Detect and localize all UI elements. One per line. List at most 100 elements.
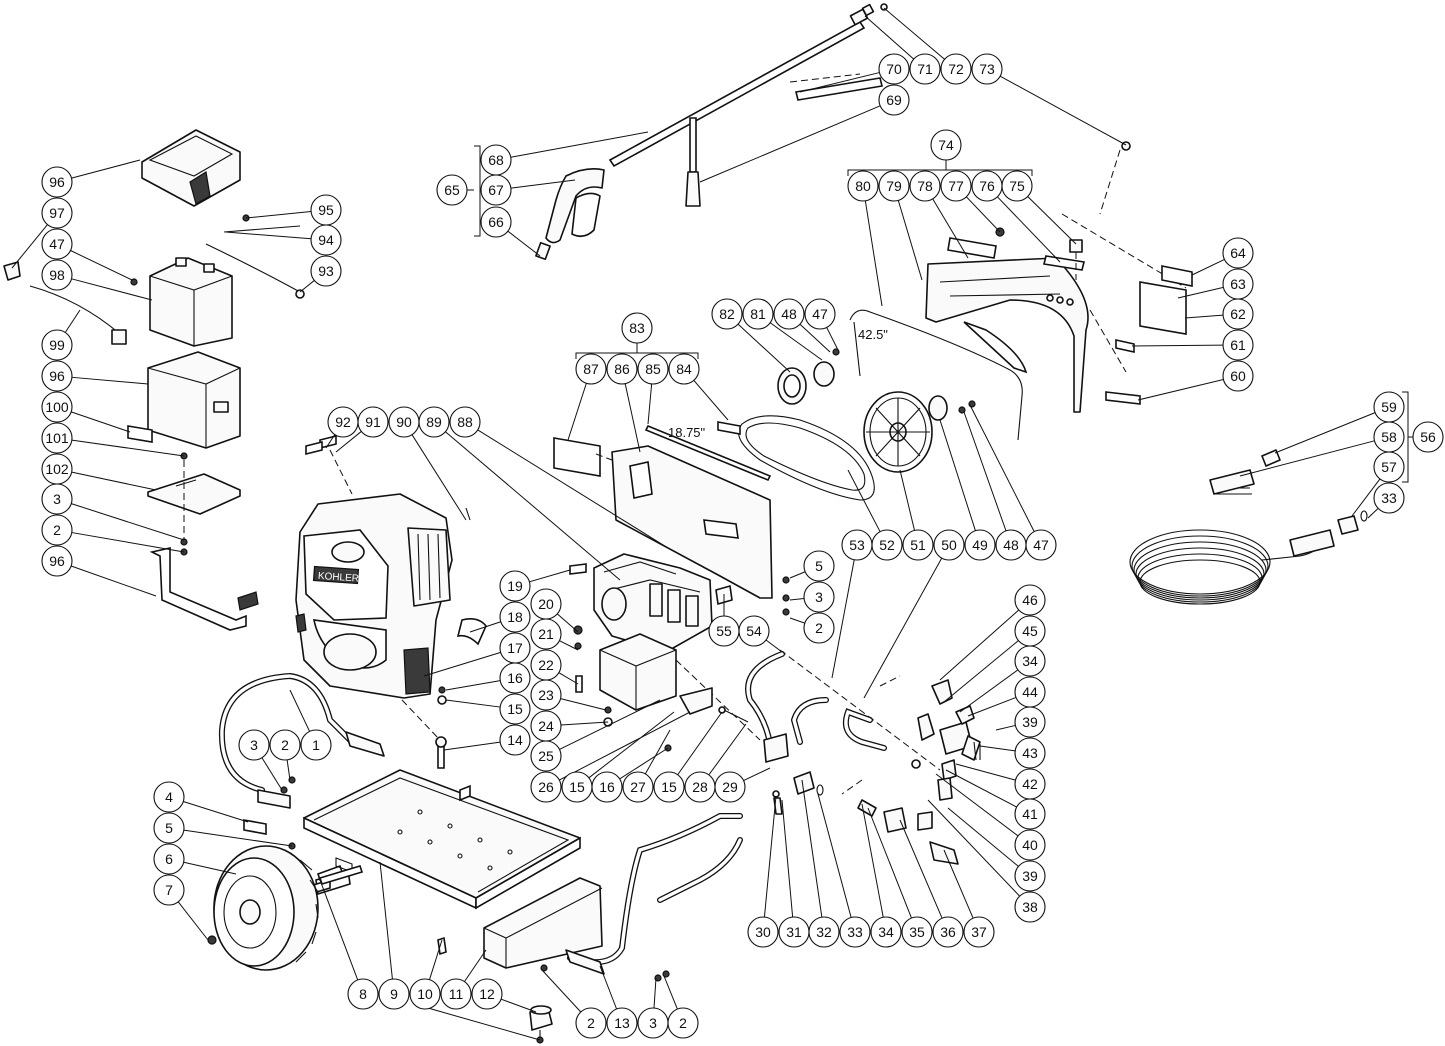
callout-2: 2 <box>41 514 73 546</box>
callout-circle <box>300 729 332 761</box>
callout-101: 101 <box>41 422 73 454</box>
callout-circle <box>499 601 531 633</box>
callout-47: 47 <box>1025 529 1057 561</box>
leader-line-8 <box>319 879 359 981</box>
pressure-hose-coil <box>1129 449 1368 605</box>
callout-circle <box>803 612 835 644</box>
pump <box>569 553 761 752</box>
callout-circle <box>847 170 879 202</box>
callout-67: 67 <box>480 174 512 206</box>
leader-line-92 <box>325 434 336 449</box>
callout-circle <box>153 781 185 813</box>
leader-line-86 <box>624 383 641 453</box>
callout-57: 57 <box>1373 451 1405 483</box>
callout-number: 96 <box>49 368 65 384</box>
leader-line-30 <box>763 795 777 918</box>
callout-number: 2 <box>587 1015 595 1031</box>
engine: KOHLER <box>295 434 487 769</box>
callout-number: 19 <box>507 578 523 594</box>
callout-99: 99 <box>41 329 73 361</box>
callout-95: 95 <box>310 194 342 226</box>
callout-circle <box>963 916 995 948</box>
callout-number: 5 <box>815 558 823 574</box>
callout-66: 66 <box>480 206 512 238</box>
callout-number: 3 <box>53 491 61 507</box>
leader-line-97 <box>11 224 48 269</box>
spray-wand-assembly <box>535 3 888 261</box>
callout-31: 31 <box>778 916 810 948</box>
callout-circle <box>621 312 653 344</box>
callout-29: 29 <box>714 771 746 803</box>
leader-line-48 <box>963 411 1007 532</box>
callout-65: 65 <box>436 174 468 206</box>
callout-20: 20 <box>530 588 562 620</box>
leader-line-71 <box>864 15 915 60</box>
callout-number: 50 <box>941 537 957 553</box>
callout-number: 3 <box>250 737 258 753</box>
callout-circle <box>901 916 933 948</box>
leader-line-98 <box>71 278 153 301</box>
callout-circle <box>1222 237 1254 269</box>
callout-number: 102 <box>45 461 69 477</box>
leader-line-17 <box>423 651 501 677</box>
leader-line-89 <box>445 431 621 581</box>
callout-3: 3 <box>41 483 73 515</box>
callout-circle <box>1014 798 1046 830</box>
callout-79: 79 <box>878 170 910 202</box>
callout-number: 93 <box>318 263 334 279</box>
callout-48: 48 <box>995 529 1027 561</box>
callout-number: 45 <box>1022 623 1038 639</box>
callout-circle <box>871 529 903 561</box>
callout-48: 48 <box>773 298 805 330</box>
callout-circle <box>1014 706 1046 738</box>
callout-59: 59 <box>1373 391 1405 423</box>
callout-number: 4 <box>165 789 173 805</box>
callout-number: 76 <box>979 178 995 194</box>
callout-38: 38 <box>1014 891 1046 923</box>
callout-circle <box>153 812 185 844</box>
callout-100: 100 <box>41 391 73 423</box>
callout-number: 56 <box>1420 429 1436 445</box>
leader-line-3 <box>71 503 185 541</box>
callout-circle <box>357 406 389 438</box>
callout-3: 3 <box>238 729 270 761</box>
leader-line-29 <box>743 767 771 782</box>
callout-number: 26 <box>538 779 554 795</box>
callout-50: 50 <box>933 529 965 561</box>
callout-90: 90 <box>388 406 420 438</box>
callout-number: 57 <box>1381 459 1397 475</box>
callout-33: 33 <box>1373 482 1405 514</box>
leader-line-45 <box>943 640 1019 703</box>
callout-number: 87 <box>583 361 599 377</box>
callout-number: 42 <box>1022 776 1038 792</box>
dimension-18-75: 18.75" <box>668 425 706 440</box>
leader-line-9 <box>379 861 393 980</box>
callout-circle <box>41 514 73 546</box>
callout-number: 22 <box>538 657 554 673</box>
callout-circle <box>530 618 562 650</box>
leader-line-87 <box>567 383 587 441</box>
leader-line-49 <box>939 419 976 531</box>
callout-number: 46 <box>1022 592 1038 608</box>
leader-line-68 <box>510 131 649 158</box>
leader-line-1 <box>289 689 311 732</box>
leader-line-66 <box>507 230 541 257</box>
callout-circle <box>440 978 472 1010</box>
callout-circle <box>668 353 700 385</box>
callout-number: 14 <box>507 732 523 748</box>
callout-circle <box>742 298 774 330</box>
callout-number: 33 <box>847 924 863 940</box>
leader-line-73 <box>999 75 1127 146</box>
leader-line-38 <box>927 799 1021 897</box>
callout-circle <box>41 228 73 260</box>
callout-circle <box>778 916 810 948</box>
callout-circle <box>41 259 73 291</box>
callout-circle <box>499 570 531 602</box>
callout-number: 36 <box>940 924 956 940</box>
callout-47: 47 <box>41 228 73 260</box>
leader-line-102 <box>71 471 157 491</box>
callout-number: 75 <box>1009 178 1025 194</box>
callout-number: 27 <box>630 779 646 795</box>
callout-circle <box>653 771 685 803</box>
callout-circle <box>714 771 746 803</box>
